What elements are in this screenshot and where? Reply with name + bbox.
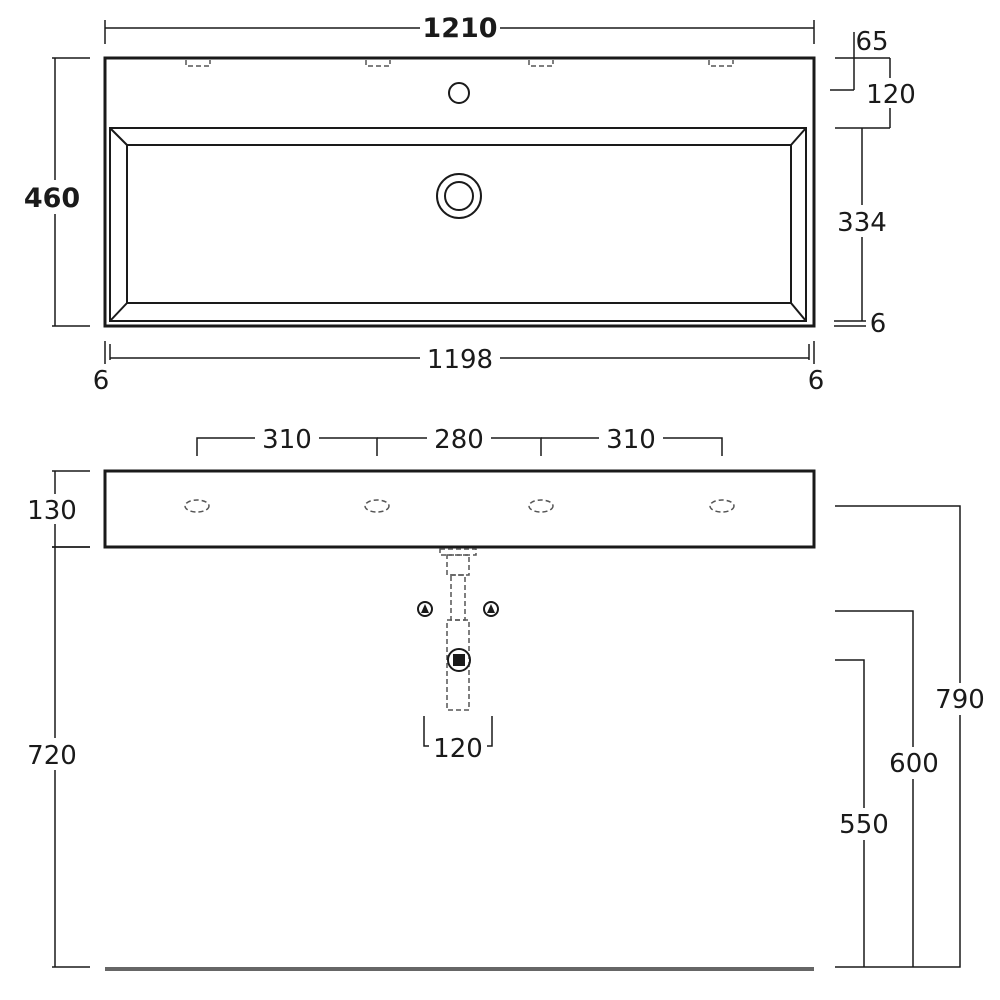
bracket-4 — [708, 60, 734, 67]
dim-fixing-height: 550 — [839, 810, 889, 840]
dim-floor-to-basin: 720 — [27, 741, 77, 771]
tap-hole-front-1 — [184, 499, 210, 513]
dim-inner-width: 1198 — [427, 345, 493, 375]
dim-basin-height: 130 — [27, 496, 77, 526]
bracket-2 — [365, 60, 391, 67]
dim-600-frame — [835, 610, 914, 967]
dim-overall-width: 1210 — [422, 13, 497, 44]
tap-hole — [448, 82, 470, 104]
dim-tap-spacing-left: 310 — [262, 425, 312, 455]
top-view: 1210 460 1198 6 6 65 120 334 6 — [22, 12, 920, 396]
dim-outlet-height: 600 — [889, 749, 939, 779]
bowl-outer — [109, 127, 807, 322]
fixing-bolt-left-mark — [421, 604, 429, 613]
bevel-top-left — [109, 127, 128, 146]
fixing-bolt-right-mark — [487, 604, 495, 613]
drain-inner — [444, 181, 474, 211]
tap-hole-front-2 — [364, 499, 390, 513]
drain-outer — [436, 173, 482, 219]
bracket-1 — [185, 60, 211, 67]
basin-outline-top — [103, 56, 816, 328]
dim-790-frame — [835, 505, 961, 968]
tap-hole-front-3 — [528, 499, 554, 513]
dim-deck-depth: 120 — [866, 80, 916, 110]
waste-outlet — [447, 648, 471, 672]
waste-trap — [439, 548, 477, 711]
bevel-bottom-left — [109, 302, 128, 322]
bevel-bottom-right — [790, 302, 807, 322]
dim-overall-depth: 460 — [24, 183, 80, 214]
dim-deck-offset: 65 — [855, 27, 888, 57]
dim-550-frame — [835, 659, 865, 967]
dim-top-height: 790 — [935, 685, 985, 715]
dim-rim-left: 6 — [93, 366, 110, 396]
dim-tap-spacing-center: 280 — [434, 425, 484, 455]
bevel-top-right — [790, 127, 807, 146]
dim-rim-front: 6 — [870, 309, 887, 339]
fixing-bolt-right — [483, 601, 499, 617]
front-view: 310 280 310 130 120 — [22, 424, 992, 971]
bowl-inner — [126, 144, 792, 304]
tap-hole-front-4 — [709, 499, 735, 513]
fixing-bolt-left — [417, 601, 433, 617]
basin-front — [103, 469, 816, 549]
bracket-3 — [528, 60, 554, 67]
dim-waste-width: 120 — [433, 734, 483, 764]
dim-tap-spacing-right: 310 — [606, 425, 656, 455]
waste-outlet-core — [453, 654, 465, 666]
dim-rim-right: 6 — [808, 366, 825, 396]
dim-bowl-depth: 334 — [837, 208, 887, 238]
